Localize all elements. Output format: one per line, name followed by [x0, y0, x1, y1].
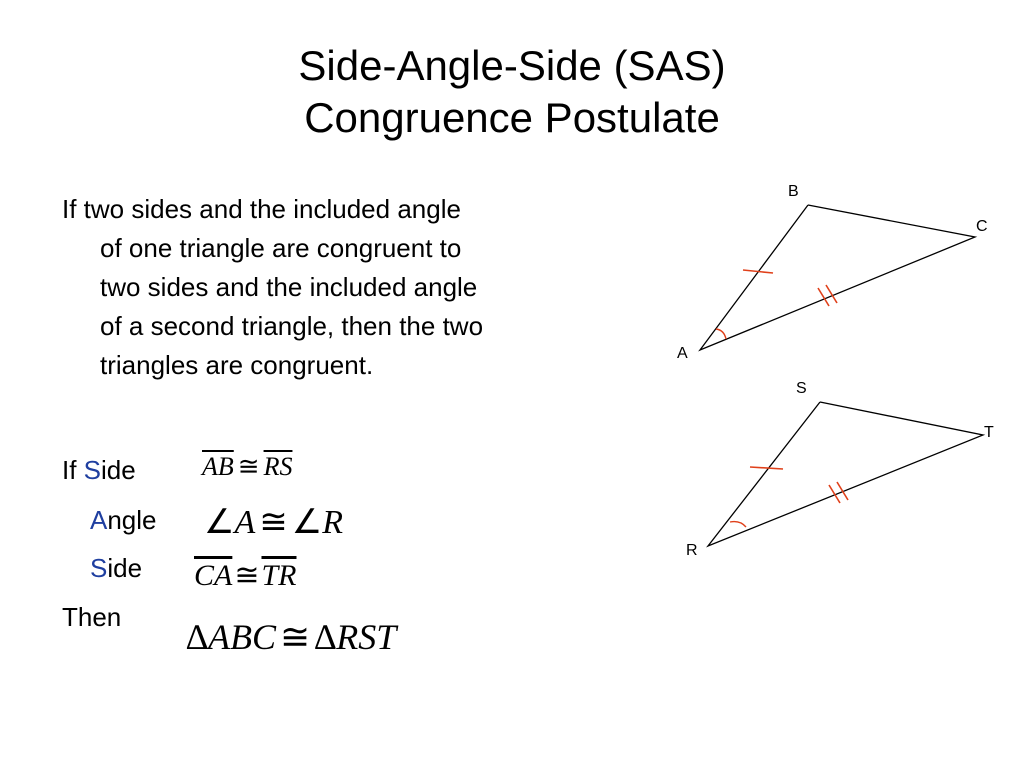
step-side1-rest: ide	[101, 455, 136, 485]
step-angle: Angle	[90, 505, 157, 535]
angle-r: R	[322, 504, 344, 541]
congruent-symbol: ≅	[280, 617, 311, 657]
vertex-label-c: C	[976, 218, 988, 235]
step-if-side: If Side	[62, 455, 136, 485]
vertex-label-t: T	[984, 424, 994, 441]
triangle-abc-outline	[698, 204, 978, 352]
vertex-label-a: A	[677, 345, 688, 362]
math-side2: CA≅TR	[194, 558, 297, 593]
step-angle-rest: ngle	[107, 505, 157, 535]
title-line-1: Side-Angle-Side (SAS)	[298, 42, 726, 89]
postulate-statement: If two sides and the included angle of o…	[62, 190, 622, 385]
statement-line-4: of a second triangle, then the two	[100, 311, 484, 341]
congruent-symbol: ≅	[237, 452, 260, 481]
triangle-symbol: ∆	[314, 617, 337, 657]
step-side2-rest: ide	[107, 553, 143, 583]
congruent-symbol: ≅	[259, 504, 288, 541]
vertex-label-r: R	[686, 542, 698, 559]
triangle-rst-figure: S T R	[686, 380, 994, 559]
segment-tr: TR	[261, 559, 297, 592]
triangle-rst-outline	[706, 401, 986, 548]
slide-title: Side-Angle-Side (SAS) Congruence Postula…	[0, 40, 1024, 144]
vertex-label-b: B	[788, 183, 799, 200]
title-line-2: Congruence Postulate	[304, 94, 720, 141]
triangle-rst: RST	[336, 617, 397, 657]
triangle-symbol: ∆	[186, 617, 209, 657]
double-tick-rt-1	[828, 484, 841, 504]
angle-arc-a	[715, 328, 727, 340]
segment-ca: CA	[194, 559, 233, 592]
angle-symbol: ∠	[204, 504, 235, 541]
triangle-abc: ABC	[208, 617, 277, 657]
congruent-symbol: ≅	[234, 559, 260, 592]
step-side2-letter: S	[90, 553, 108, 583]
triangle-abc-figure: B C A	[677, 183, 988, 362]
step-side1-letter: S	[83, 455, 102, 485]
math-conclusion: ∆ABC≅∆RST	[186, 616, 396, 658]
math-angle: ∠A≅∠R	[204, 502, 343, 542]
double-tick-rt-2	[836, 481, 849, 501]
statement-line-2: of one triangle are congruent to	[100, 233, 462, 263]
step-angle-letter: A	[90, 505, 108, 535]
angle-symbol: ∠	[291, 504, 323, 541]
double-tick-ac-2	[825, 284, 838, 304]
single-tick-ab	[742, 269, 774, 274]
segment-ab: AB	[202, 452, 234, 481]
statement-line-1: If two sides and the included angle	[62, 194, 461, 224]
vertex-label-s: S	[796, 380, 807, 397]
angle-a: A	[234, 504, 256, 541]
step-then: Then	[62, 602, 121, 632]
single-tick-rs	[749, 466, 784, 470]
double-tick-ac-1	[817, 287, 830, 307]
statement-line-3: two sides and the included angle	[100, 272, 478, 302]
step-if-prefix: If	[62, 455, 84, 485]
step-side2: Side	[90, 553, 142, 583]
segment-rs: RS	[263, 452, 293, 481]
statement-line-5: triangles are congruent.	[100, 350, 374, 380]
angle-arc-r	[729, 520, 747, 528]
math-side1: AB≅RS	[202, 452, 292, 482]
step-then-label: Then	[62, 602, 122, 632]
